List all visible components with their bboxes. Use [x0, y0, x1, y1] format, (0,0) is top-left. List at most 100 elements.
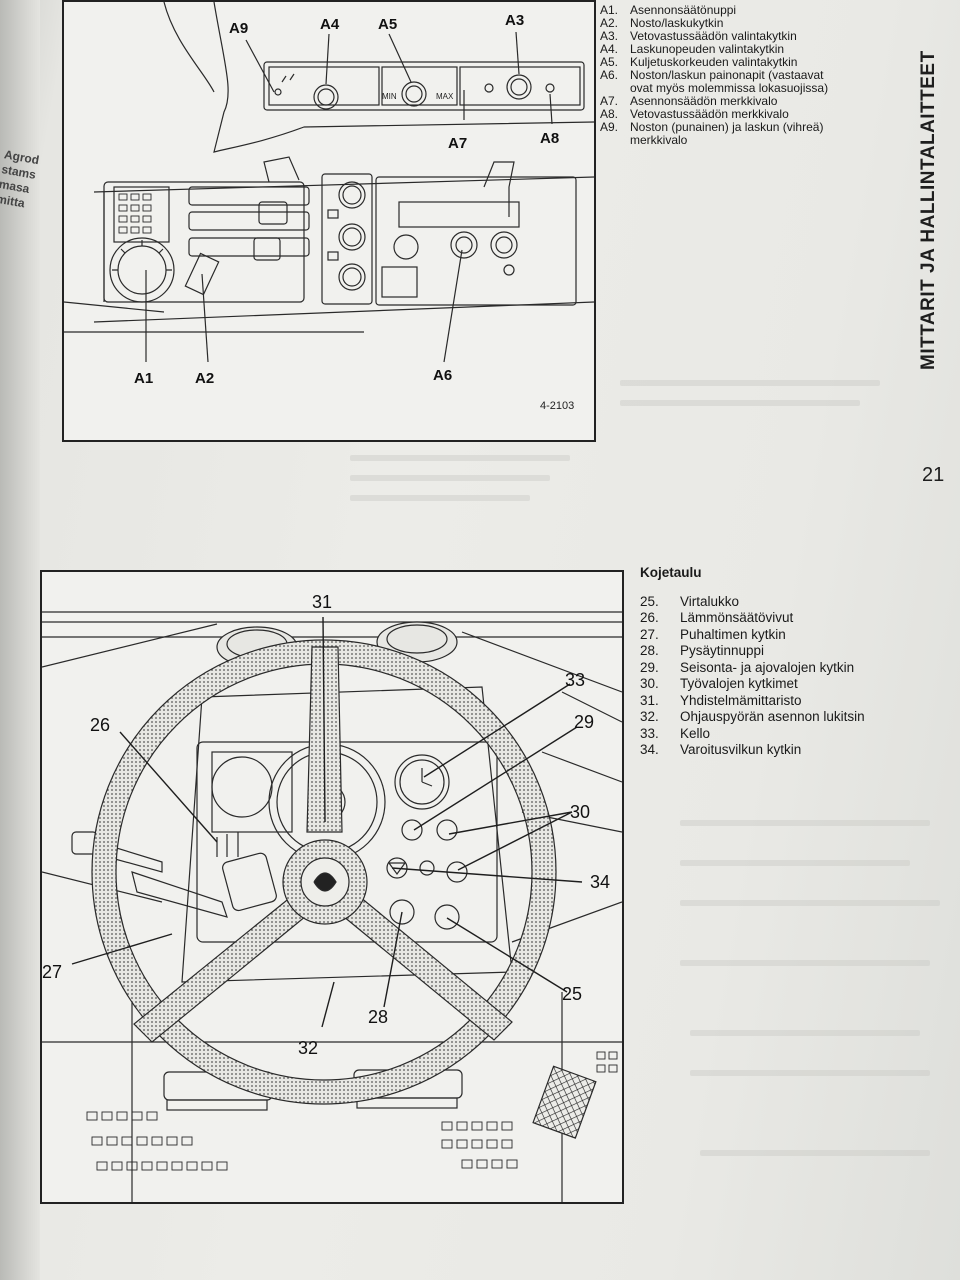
hitch-controls-legend: A1.Asennonsäätönuppi A2. Nosto/laskukytki…	[600, 4, 860, 147]
hitch-controls-drawing	[64, 2, 594, 363]
legend-key: 32.	[640, 709, 659, 724]
legend-item: 29. Seisonta- ja ajovalojen kytkin	[640, 660, 940, 677]
legend-item: A3. Vetovastussäädön valintakytkin	[600, 30, 860, 43]
hitch-controls-figure: A9 A4 A5 A3 A7 A8 A1 A2 A6 MIN MAX 4-210…	[62, 0, 596, 442]
legend-text: Yhdistelmämittaristo	[680, 692, 802, 708]
legend-text: Seisonta- ja ajovalojen kytkin	[680, 659, 855, 675]
legend-key: 26.	[640, 610, 659, 625]
edge-text: Agrod stams masa mitta	[0, 147, 41, 212]
bleed-through	[680, 820, 930, 826]
callout-A5: A5	[378, 16, 398, 33]
figure-code: 4-2103	[540, 400, 575, 412]
dashboard-figure: 31 33 29 26 30 34 27 25 28 32	[40, 570, 624, 1204]
bleed-through	[680, 860, 910, 866]
legend-item: A9. Noston (punainen) ja laskun (vihreä)	[600, 121, 860, 134]
legend-key: 25.	[640, 593, 659, 609]
callout-26: 26	[90, 715, 111, 735]
callout-34: 34	[590, 872, 611, 892]
legend-item: A1.Asennonsäätönuppi	[600, 4, 860, 17]
legend-key: A2.	[600, 16, 619, 30]
legend-heading: Kojetaulu	[640, 565, 702, 580]
legend-item: A8.Vetovastussäädön merkkivalo	[600, 108, 860, 121]
legend-text: Työvalojen kytkimet	[680, 676, 798, 691]
callout-A3: A3	[505, 12, 525, 29]
legend-key: A6.	[600, 68, 619, 82]
legend-text: Laskunopeuden valintakytkin	[630, 42, 785, 56]
legend-text: Asennonsäädön merkkivalo	[630, 94, 778, 108]
legend-key: A5.	[600, 55, 619, 69]
callout-32: 32	[298, 1038, 319, 1058]
legend-key: 29.	[640, 659, 659, 675]
dashboard-drawing	[42, 611, 622, 1202]
callout-25: 25	[562, 984, 583, 1004]
legend-key: A8.	[600, 107, 619, 121]
page-number: 21	[922, 464, 945, 486]
legend-item: A5. Kuljetuskorkeuden valintakytkin	[600, 56, 860, 69]
bleed-through	[350, 475, 550, 481]
legend-item: 31. Yhdistelmämittaristo	[640, 693, 940, 710]
legend-text: ovat myös molemmissa lokasuojissa)	[630, 81, 829, 95]
bleed-through	[680, 900, 940, 906]
legend-text: Virtalukko	[680, 593, 740, 609]
bleed-through	[620, 400, 860, 406]
section-title: MITTARIT JA HALLINTALAITTEET	[918, 50, 939, 370]
min-mark: MIN	[382, 92, 397, 101]
legend-text: Varoitusvilkun kytkin	[680, 742, 802, 757]
legend-key: A4.	[600, 42, 619, 56]
legend-key: 31.	[640, 692, 659, 708]
legend-item: 27. Puhaltimen kytkin	[640, 627, 940, 644]
legend-item: A2. Nosto/laskukytkin	[600, 17, 860, 30]
legend-item: ovat myös molemmissa lokasuojissa)	[600, 82, 860, 95]
legend-text: Noston (punainen) ja laskun (vihreä)	[630, 120, 824, 134]
legend-item: A4. Laskunopeuden valintakytkin	[600, 43, 860, 56]
legend-key: 27.	[640, 626, 659, 642]
callout-27: 27	[42, 962, 63, 982]
legend-text: Ohjauspyörän asennon lukitsin	[680, 709, 865, 724]
bleed-through	[350, 455, 570, 461]
callout-A1: A1	[134, 370, 154, 387]
bleed-through	[690, 1070, 930, 1076]
legend-key: A7.	[600, 94, 619, 108]
legend-item: 26. Lämmönsäätövivut	[640, 610, 940, 627]
callout-28: 28	[368, 1007, 389, 1027]
legend-item: 30. Työvalojen kytkimet	[640, 676, 940, 693]
legend-text: Kuljetuskorkeuden valintakytkin	[630, 55, 798, 69]
legend-key: 34.	[640, 742, 659, 757]
callout-A7: A7	[448, 135, 468, 152]
callout-A4: A4	[320, 16, 340, 33]
bleed-through	[700, 1150, 930, 1156]
legend-item: A7. Asennonsäädön merkkivalo	[600, 95, 860, 108]
legend-item: 33. Kello	[640, 726, 940, 743]
callout-33: 33	[565, 670, 586, 690]
legend-text: Vetovastussäädön valintakytkin	[630, 29, 797, 43]
legend-key: A9.	[600, 120, 619, 134]
callout-30: 30	[570, 802, 591, 822]
dashboard-legend: Kojetaulu 25. Virtalukko 26. Lämmönsäätövi…	[640, 565, 940, 759]
legend-key: A3.	[600, 29, 619, 43]
callout-A2: A2	[195, 370, 215, 387]
legend-item: 25. Virtalukko	[640, 594, 940, 611]
legend-key	[600, 134, 630, 147]
callout-A8: A8	[540, 130, 560, 147]
bleed-through	[680, 960, 930, 966]
legend-key: 28.	[640, 643, 659, 658]
legend-item: A6. Noston/laskun painonapit (vastaavat	[600, 69, 860, 82]
legend-text: Noston/laskun painonapit (vastaavat	[630, 68, 824, 82]
legend-key: 33.	[640, 725, 659, 741]
legend-text: Nosto/laskukytkin	[630, 16, 724, 30]
callout-29: 29	[574, 712, 595, 732]
callout-A9: A9	[229, 20, 249, 37]
max-mark: MAX	[436, 92, 454, 101]
legend-text: Lämmönsäätövivut	[680, 610, 794, 625]
legend-item: merkkivalo	[600, 134, 860, 147]
legend-text: Asennonsäätönuppi	[630, 3, 737, 17]
legend-item: 32. Ohjauspyörän asennon lukitsin	[640, 709, 940, 726]
legend-text: merkkivalo	[630, 133, 688, 147]
legend-text: Puhaltimen kytkin	[680, 626, 786, 642]
legend-key: 30.	[640, 676, 659, 691]
bleed-through	[690, 1030, 920, 1036]
legend-text: Kello	[680, 725, 711, 741]
legend-item: 34. Varoitusvilkun kytkin	[640, 742, 940, 759]
legend-text: Pysäytinnuppi	[680, 643, 765, 658]
